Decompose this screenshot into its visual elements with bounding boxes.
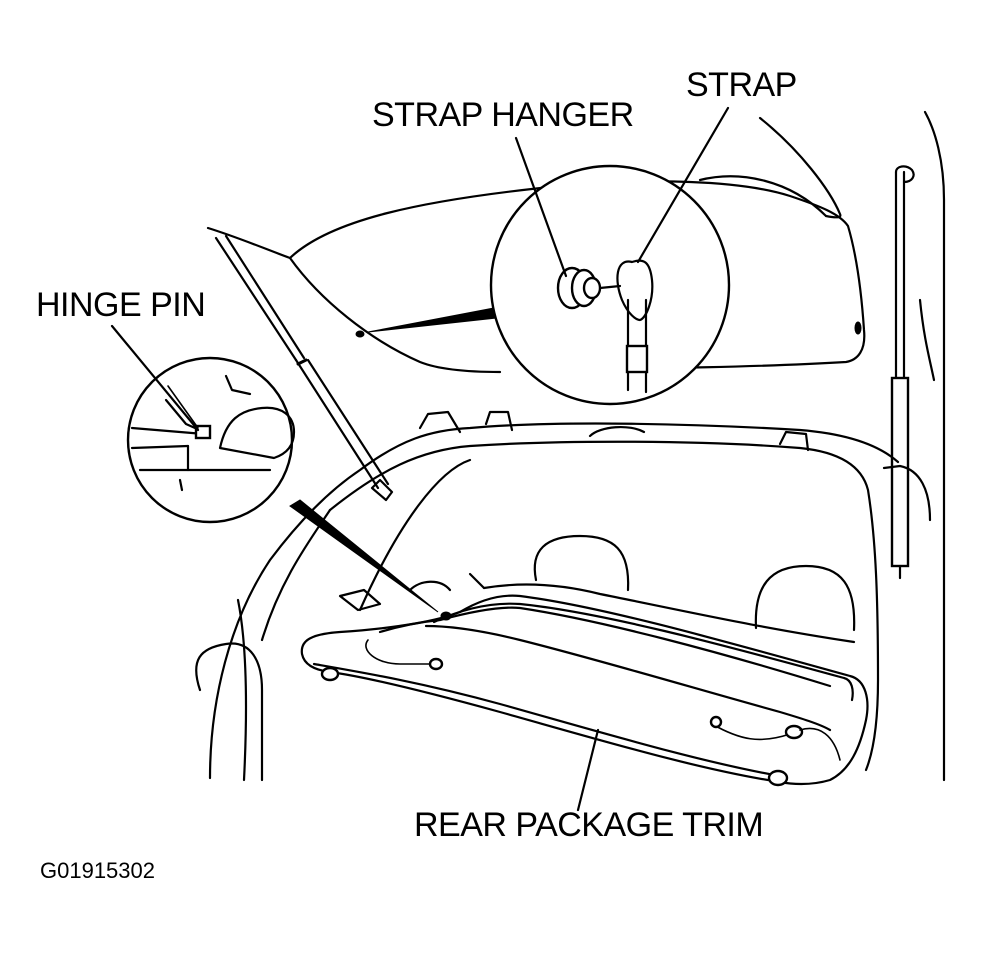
leader-lines [110, 106, 730, 812]
strap-label: STRAP [686, 66, 797, 104]
trunk-body [195, 410, 932, 782]
hinge-pin-point [440, 611, 452, 621]
strap-hanger-leader [514, 136, 568, 278]
trunk-lid [206, 110, 946, 782]
hinge-detail-circle [126, 356, 439, 613]
rear-package-trim-label: REAR PACKAGE TRIM [414, 806, 764, 844]
figure-code: G01915302 [40, 858, 155, 883]
hinge-pin-label: HINGE PIN [36, 286, 206, 324]
hinge-pin-leader [110, 324, 200, 432]
rear-package-trim-panel [300, 594, 869, 787]
lid-bumper [854, 321, 862, 335]
strap-detail-circle [367, 164, 731, 406]
rear-package-trim-leader [576, 728, 600, 812]
strap-hanger-label: STRAP HANGER [372, 96, 634, 134]
strap-hanger-point [355, 330, 365, 338]
right-gas-strut [890, 165, 915, 580]
strap-leader [636, 106, 730, 264]
